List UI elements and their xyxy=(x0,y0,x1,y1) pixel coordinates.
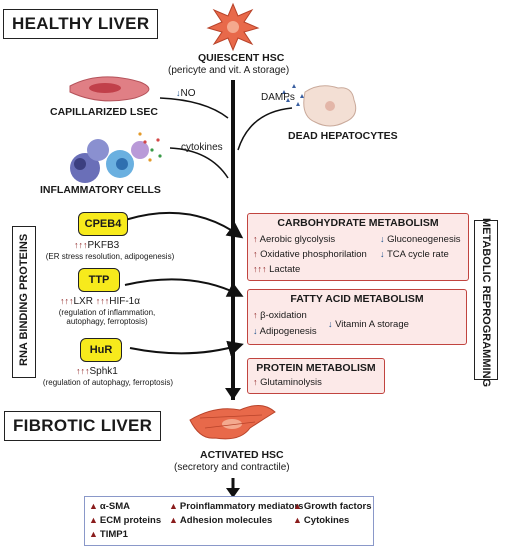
triple-up-arrow-icon: ↑↑↑ xyxy=(74,240,88,250)
lsec-branch xyxy=(159,97,229,119)
down-arrow-icon: ↓ xyxy=(253,326,258,336)
cpeb4-arrow xyxy=(124,211,244,239)
quiescent-hsc-title: QUIESCENT HSC xyxy=(198,52,285,64)
output-cytokines: ▲Cytokines xyxy=(293,515,350,526)
carbohydrate-title: CARBOHYDRATE METABOLISM xyxy=(277,217,439,229)
rbp-side-box: RNA BINDING PROTEINS xyxy=(12,226,36,378)
output-timp1: ▲TIMP1 xyxy=(89,529,128,540)
damps-particles-icon xyxy=(282,84,304,106)
carb-item-gluconeogenesis: ↓ Gluconeogenesis xyxy=(380,234,461,245)
quiescent-hsc-subtitle: (pericyte and vit. A storage) xyxy=(168,65,290,76)
fatty-item-vitamin-a: ↓ Vitamin A storage xyxy=(328,319,409,330)
metabolic-side-label: METABOLIC REPROGRAMMING xyxy=(480,218,492,388)
up-arrow-icon: ▲ xyxy=(169,501,178,511)
inflammatory-branch xyxy=(169,147,229,179)
hur-arrow xyxy=(129,340,244,357)
rbp-hur-note: (regulation of autophagy, ferroptosis) xyxy=(42,378,174,387)
fatty-acid-title: FATTY ACID METABOLISM xyxy=(290,293,424,305)
carb-item-oxphos: ↑ Oxidative phosphorilation xyxy=(253,249,367,260)
down-arrow-icon: ↓ xyxy=(380,249,385,259)
triple-up-arrow-icon: ↑↑↑ xyxy=(95,296,110,306)
rbp-side-label: RNA BINDING PROTEINS xyxy=(18,233,30,366)
protein-item-glutaminolysis: ↑ Glutaminolysis xyxy=(253,377,322,388)
output-proinflammatory: ▲Proinflammatory mediators xyxy=(169,501,304,512)
dead-hepatocytes-label: DEAD HEPATOCYTES xyxy=(288,130,398,142)
output-adhesion: ▲Adhesion molecules xyxy=(169,515,273,526)
rbp-hur: HuR xyxy=(80,338,122,362)
activated-hsc-title: ACTIVATED HSC xyxy=(200,449,284,461)
triple-up-arrow-icon: ↑↑↑ xyxy=(253,264,267,274)
output-growth-factors: ▲Growth factors xyxy=(293,501,372,512)
dead-hepatocyte-icon xyxy=(303,85,357,127)
fatty-acid-metabolism-box: FATTY ACID METABOLISM ↑ β-oxidation ↓ Ad… xyxy=(247,289,467,345)
up-arrow-icon: ▲ xyxy=(89,515,98,525)
up-arrow-icon: ▲ xyxy=(293,515,302,525)
no-indicator: ↓NO xyxy=(176,88,196,99)
triple-up-arrow-icon: ↑↑↑ xyxy=(76,366,90,376)
fatty-item-beta-oxidation: ↑ β-oxidation xyxy=(253,310,307,321)
triple-up-arrow-icon: ↑↑↑ xyxy=(60,296,74,306)
no-label: NO xyxy=(180,88,196,99)
rbp-ttp: TTP xyxy=(78,268,120,292)
carb-item-tca: ↓ TCA cycle rate xyxy=(380,249,449,260)
rbp-ttp-note: (regulation of inflammation, autophagy, … xyxy=(58,308,156,326)
fibrotic-liver-label: FIBROTIC LIVER xyxy=(4,411,162,441)
rbp-hur-target: ↑↑↑Sphk1 xyxy=(76,366,118,377)
metabolic-side-box: METABOLIC REPROGRAMMING xyxy=(474,218,498,388)
quiescent-hsc-icon xyxy=(206,2,260,52)
hepatocyte-branch xyxy=(237,107,293,151)
fatty-item-adipogenesis: ↓ Adipogenesis xyxy=(253,326,317,337)
activated-hsc-icon xyxy=(189,405,276,440)
output-alpha-sma: ▲α-SMA xyxy=(89,501,131,512)
inflammatory-cells-label: INFLAMMATORY CELLS xyxy=(40,184,161,196)
output-ecm: ▲ECM proteins xyxy=(89,515,162,526)
inflammatory-cells-icon xyxy=(70,132,162,183)
up-arrow-icon: ↑ xyxy=(253,249,258,259)
up-arrow-icon: ↑ xyxy=(253,234,258,244)
protein-title: PROTEIN METABOLISM xyxy=(256,362,376,374)
up-arrow-icon: ▲ xyxy=(293,501,302,511)
up-arrow-icon: ▲ xyxy=(89,529,98,539)
up-arrow-icon: ↑ xyxy=(253,377,258,387)
activated-hsc-subtitle: (secretory and contractile) xyxy=(174,462,290,473)
healthy-liver-label: HEALTHY LIVER xyxy=(3,9,159,39)
carb-item-lactate: ↑↑↑ Lactate xyxy=(253,264,301,275)
up-arrow-icon: ▲ xyxy=(169,515,178,525)
down-arrow-icon: ↓ xyxy=(380,234,385,244)
lsec-label: CAPILLARIZED LSEC xyxy=(50,106,158,118)
lsec-cell-icon xyxy=(69,76,150,102)
ttp-arrow xyxy=(124,278,244,297)
down-arrow-icon: ↓ xyxy=(328,319,333,329)
carbohydrate-metabolism-box: CARBOHYDRATE METABOLISM ↑ Aerobic glycol… xyxy=(247,213,469,281)
down-arrow-icon: ↓ xyxy=(176,88,181,98)
carb-item-glycolysis: ↑ Aerobic glycolysis xyxy=(253,234,336,245)
cytokines-label: cytokines xyxy=(181,142,223,153)
main-trunk-arrowhead xyxy=(225,388,241,400)
output-arrowhead xyxy=(226,488,240,498)
rbp-cpeb4-target: ↑↑↑PKFB3 xyxy=(74,240,120,251)
damps-label: DAMPs xyxy=(261,92,295,103)
protein-metabolism-box: PROTEIN METABOLISM ↑ Glutaminolysis xyxy=(247,358,385,394)
rbp-cpeb4: CPEB4 xyxy=(78,212,128,236)
rbp-cpeb4-note: (ER stress resolution, adipogenesis) xyxy=(45,252,175,261)
rbp-ttp-target: ↑↑↑LXR ↑↑↑HIF-1α xyxy=(60,296,141,307)
outputs-box: ▲α-SMA ▲ECM proteins ▲TIMP1 ▲Proinflamma… xyxy=(84,496,374,546)
up-arrow-icon: ↑ xyxy=(253,310,258,320)
up-arrow-icon: ▲ xyxy=(89,501,98,511)
